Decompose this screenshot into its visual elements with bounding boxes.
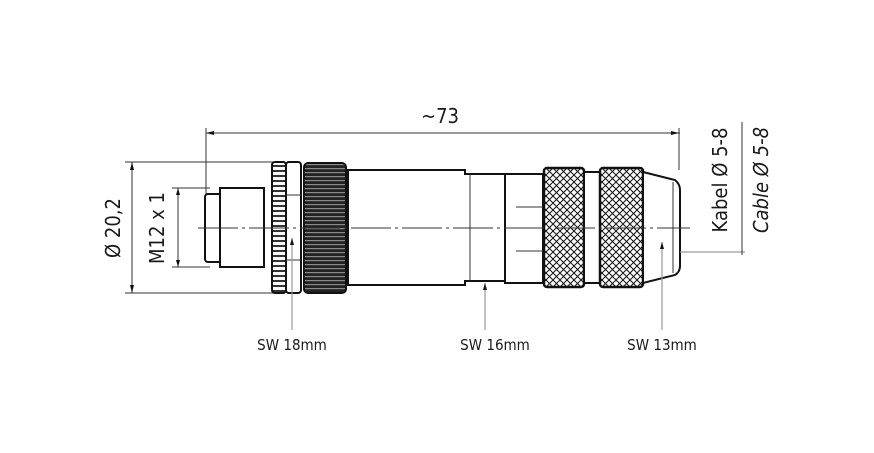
- wrench-size-18: SW 18mm: [257, 238, 327, 354]
- cable-label-de: Kabel Ø 5-8: [708, 128, 732, 233]
- length-label: ~73: [421, 104, 459, 128]
- thread-label: M12 x 1: [145, 192, 169, 264]
- wrench-label-18: SW 18mm: [257, 336, 327, 354]
- cable-label-en: Cable Ø 5-8: [749, 127, 773, 233]
- wrench-label-13: SW 13mm: [627, 336, 697, 354]
- length-dimension: ~73: [205, 104, 680, 230]
- wrench-size-13: SW 13mm: [627, 242, 697, 354]
- thread-dimension: M12 x 1: [145, 187, 210, 268]
- diameter-label: Ø 20,2: [101, 198, 125, 258]
- cable-dimension: Kabel Ø 5-8 Cable Ø 5-8: [680, 122, 773, 255]
- wrench-size-16: SW 16mm: [460, 283, 530, 354]
- wrench-label-16: SW 16mm: [460, 336, 530, 354]
- diameter-dimension: Ø 20,2: [101, 161, 275, 294]
